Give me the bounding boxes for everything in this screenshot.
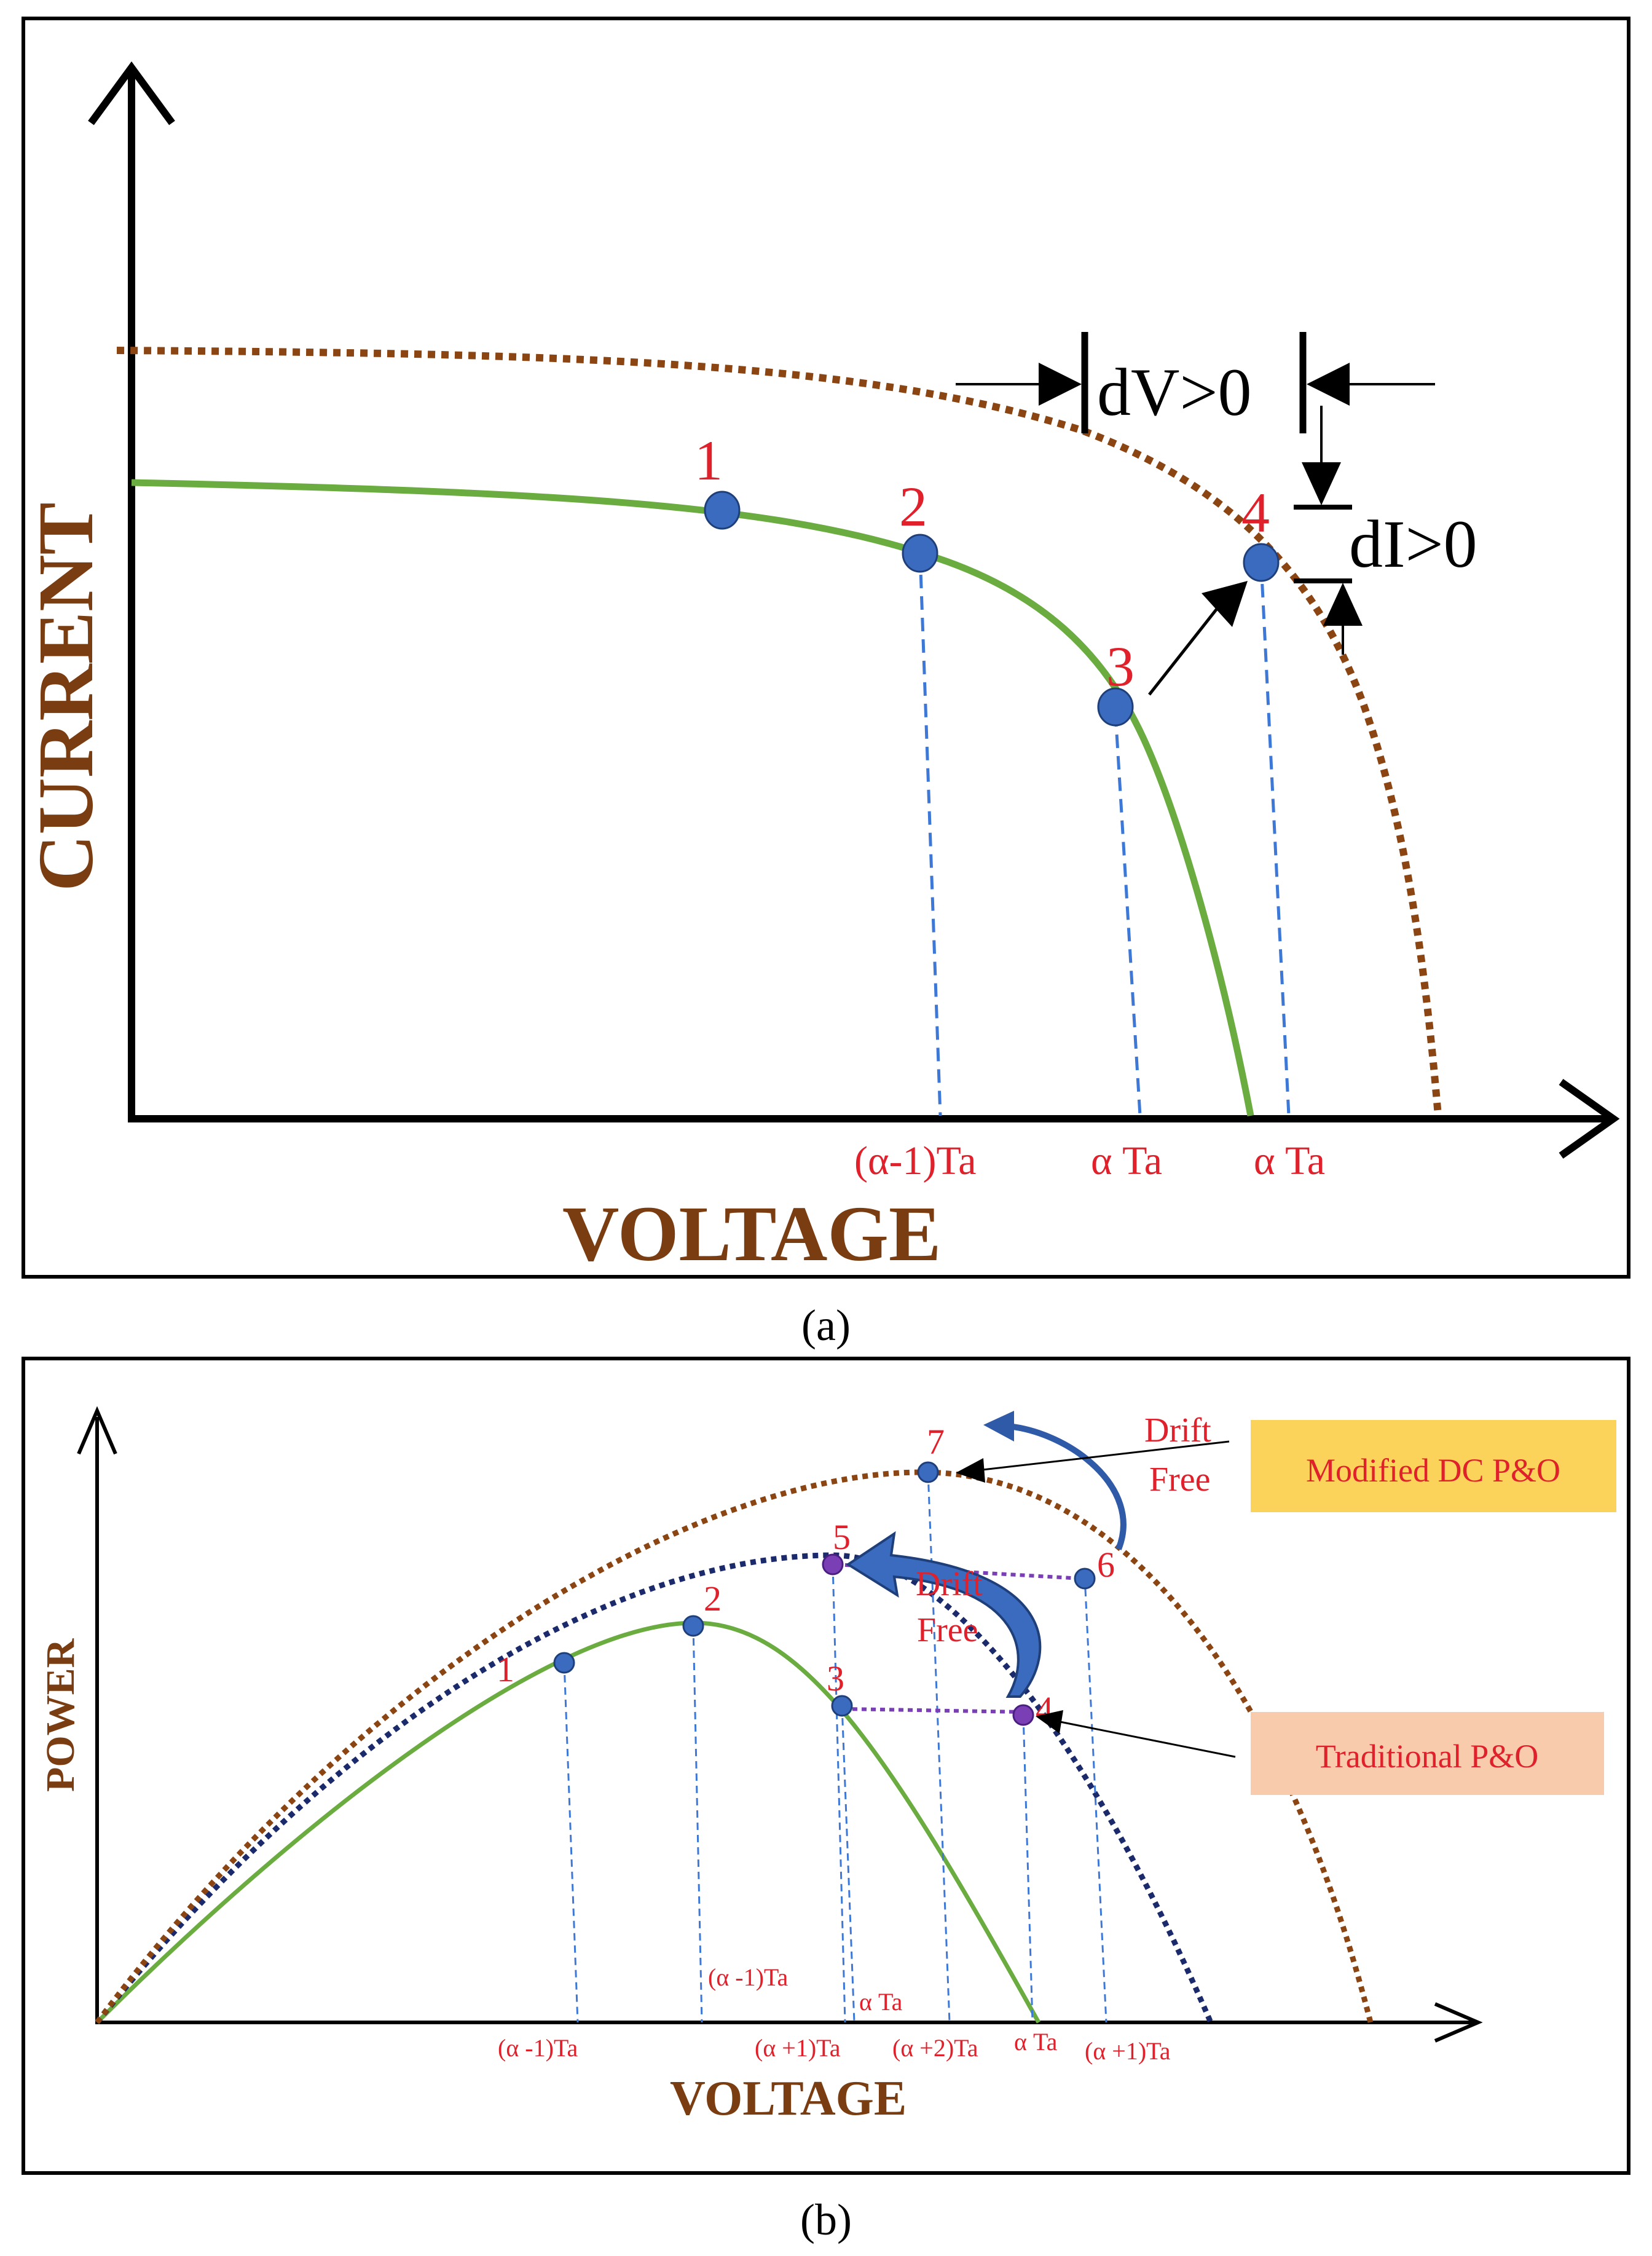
dropline-b-4 — [1022, 1714, 1034, 2023]
traditional-po-box — [1251, 1712, 1604, 1795]
tick-b-4: (α +1)Ta — [755, 2034, 841, 2062]
pv-curve-high — [95, 1469, 1374, 2024]
dropline-b-1 — [563, 1662, 579, 2023]
dv-label: dV>0 — [1097, 355, 1251, 430]
x-axis-title-a: VOLTAGE — [562, 1190, 941, 1277]
transition-arrow-3-4 — [1148, 592, 1230, 696]
point-3-label: 3 — [1106, 635, 1135, 698]
tick-a-alpha-minus-1: (α-1)Ta — [854, 1138, 977, 1183]
di-top-arrowhead — [1302, 462, 1341, 505]
x-axis-arrowhead-b — [1434, 2002, 1483, 2043]
x-axis-title-b: VOLTAGE — [670, 2072, 907, 2126]
dropline-b-7 — [927, 1472, 951, 2023]
drift-free-arrowhead-6-7 — [983, 1411, 1014, 1442]
iv-curve-high — [116, 347, 1442, 1116]
point-b-1-marker — [553, 1652, 575, 1674]
panel-a-frame — [22, 17, 1630, 1279]
di-label: dI>0 — [1349, 507, 1477, 582]
hline-3-4 — [843, 1707, 1024, 1714]
point-2-marker — [902, 534, 938, 573]
point-1-label: 1 — [694, 429, 723, 492]
caption-b: (b) — [800, 2195, 852, 2244]
traditional-po-label: Traditional P&O — [1316, 1738, 1539, 1775]
pointer-modified — [977, 1440, 1230, 1472]
point-b-6-label: 6 — [1097, 1545, 1115, 1585]
point-b-7-marker — [917, 1461, 939, 1483]
point-4-label: 4 — [1241, 481, 1270, 544]
point-2-label: 2 — [899, 475, 927, 538]
point-b-1-label: 1 — [497, 1649, 514, 1689]
pointer-modified-head — [956, 1458, 985, 1483]
tick-b-3: α Ta — [859, 1988, 903, 2016]
tick-b-1: (α -1)Ta — [498, 2034, 578, 2062]
drift-free-arrow-6-7 — [1007, 1423, 1127, 1550]
pointer-traditional — [1056, 1720, 1236, 1758]
dropline-2 — [918, 553, 942, 1116]
caption-a: (a) — [801, 1301, 851, 1350]
transition-arrowhead-3-4 — [1202, 581, 1248, 627]
dropline-b-3 — [841, 1705, 856, 2023]
point-b-7-label: 7 — [927, 1422, 945, 1462]
tick-a-alpha-2: α Ta — [1254, 1138, 1325, 1183]
drift-free-1-line2: Free — [1149, 1461, 1211, 1499]
tick-a-alpha-1: α Ta — [1091, 1138, 1162, 1183]
point-b-3-marker — [831, 1695, 853, 1717]
panel-a: 1 2 3 4 dV>0 dI>0 (α-1)Ta α Ta α Ta VOLT… — [22, 17, 1630, 1279]
drift-free-arrow-4-5 — [846, 1531, 1042, 1698]
pv-curve-mid — [95, 1552, 1214, 2024]
drift-free-1-line1: Drift — [1144, 1411, 1211, 1449]
panel-b: 1 2 3 4 5 6 7 Drift Free Drift Free Modi… — [22, 1357, 1630, 2175]
dropline-b-5 — [832, 1564, 846, 2023]
modified-dc-po-box — [1251, 1420, 1616, 1512]
tick-b-6: α Ta — [1014, 2028, 1058, 2056]
drift-free-2-line1: Drift — [916, 1565, 983, 1603]
dropline-b-2 — [692, 1625, 703, 2023]
point-1-marker — [704, 491, 741, 530]
y-axis-arrowhead-a — [88, 61, 175, 125]
x-axis-arrowhead-a — [1559, 1079, 1620, 1159]
dropline-4 — [1259, 562, 1291, 1116]
point-b-5-marker — [822, 1553, 844, 1576]
dv-left-arrowhead — [1039, 363, 1082, 406]
dv-right-arrowhead — [1307, 363, 1350, 406]
y-axis-title-b: POWER — [38, 1638, 83, 1792]
point-b-2-marker — [682, 1615, 704, 1637]
dropline-3 — [1114, 712, 1142, 1116]
y-axis-title-a: CURRENT — [22, 502, 109, 891]
drift-free-2-line2: Free — [917, 1611, 978, 1649]
point-b-3-label: 3 — [827, 1658, 844, 1698]
iv-curve-low — [131, 479, 1254, 1117]
point-3-marker — [1097, 687, 1134, 727]
point-b-6-marker — [1074, 1568, 1096, 1590]
point-b-2-label: 2 — [704, 1579, 722, 1619]
tick-b-2: (α -1)Ta — [708, 1963, 789, 1991]
tick-b-7: (α +1)Ta — [1085, 2037, 1171, 2065]
di-bottom-arrowhead — [1323, 583, 1363, 626]
point-4-marker — [1243, 543, 1280, 582]
tick-b-5: (α +2)Ta — [892, 2034, 978, 2062]
y-axis-arrowhead-b — [77, 1406, 117, 1455]
pv-curve-low — [95, 1620, 1041, 2024]
point-b-5-label: 5 — [833, 1517, 851, 1557]
point-b-4-marker — [1012, 1704, 1034, 1726]
panel-b-frame — [22, 1357, 1630, 2175]
dropline-b-6 — [1084, 1576, 1107, 2023]
modified-dc-po-label: Modified DC P&O — [1306, 1452, 1560, 1489]
pointer-traditional-head — [1036, 1710, 1063, 1733]
